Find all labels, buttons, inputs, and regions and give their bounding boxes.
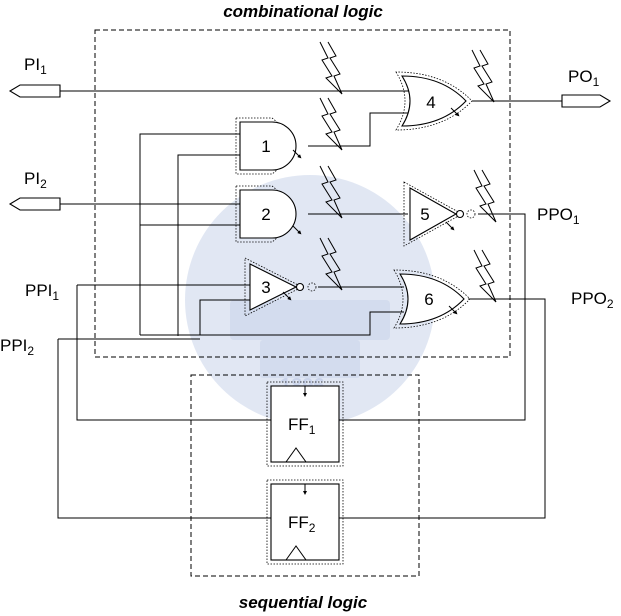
gate-4-number: 4 xyxy=(426,93,435,112)
lightning-bolt-icons xyxy=(319,41,497,303)
label-po1: PO1 xyxy=(568,67,600,89)
gate-3-not: 3 xyxy=(244,257,317,317)
gate-2-and: 2 xyxy=(235,185,297,243)
label-ppi2: PPI2 xyxy=(0,336,34,358)
label-pi2: PI2 xyxy=(24,169,47,191)
gate-3-number: 3 xyxy=(261,278,270,297)
flipflop-ff1: FF1 xyxy=(266,381,344,467)
port-pi1-arrow xyxy=(8,84,61,98)
wires xyxy=(57,90,562,519)
label-ppi1: PPI1 xyxy=(25,281,59,303)
gate-6-or: 6 xyxy=(393,269,471,329)
gate-5-number: 5 xyxy=(420,205,429,224)
port-pi2-arrow xyxy=(8,197,61,211)
port-po1-arrow xyxy=(561,94,612,108)
combinational-region-box xyxy=(94,29,511,358)
gate-2-number: 2 xyxy=(261,205,270,224)
label-ppo2: PPO2 xyxy=(571,289,614,311)
gate-1-and: 1 xyxy=(235,117,297,175)
gate-5-not: 5 xyxy=(403,181,476,247)
sequential-title: sequential logic xyxy=(239,593,368,612)
label-pi1: PI1 xyxy=(24,55,47,77)
ff1-label: FF1 xyxy=(288,415,316,437)
gate-6-number: 6 xyxy=(424,290,433,309)
flipflop-ff2: FF2 xyxy=(266,479,344,565)
gate-4-or: 4 xyxy=(395,71,473,131)
label-ppo1: PPO1 xyxy=(537,205,580,227)
ff2-label: FF2 xyxy=(288,513,316,535)
gate-1-number: 1 xyxy=(261,137,270,156)
sequential-region-box xyxy=(190,374,420,577)
combinational-title: combinational logic xyxy=(223,2,383,21)
fault-arrow-marks xyxy=(282,107,460,315)
